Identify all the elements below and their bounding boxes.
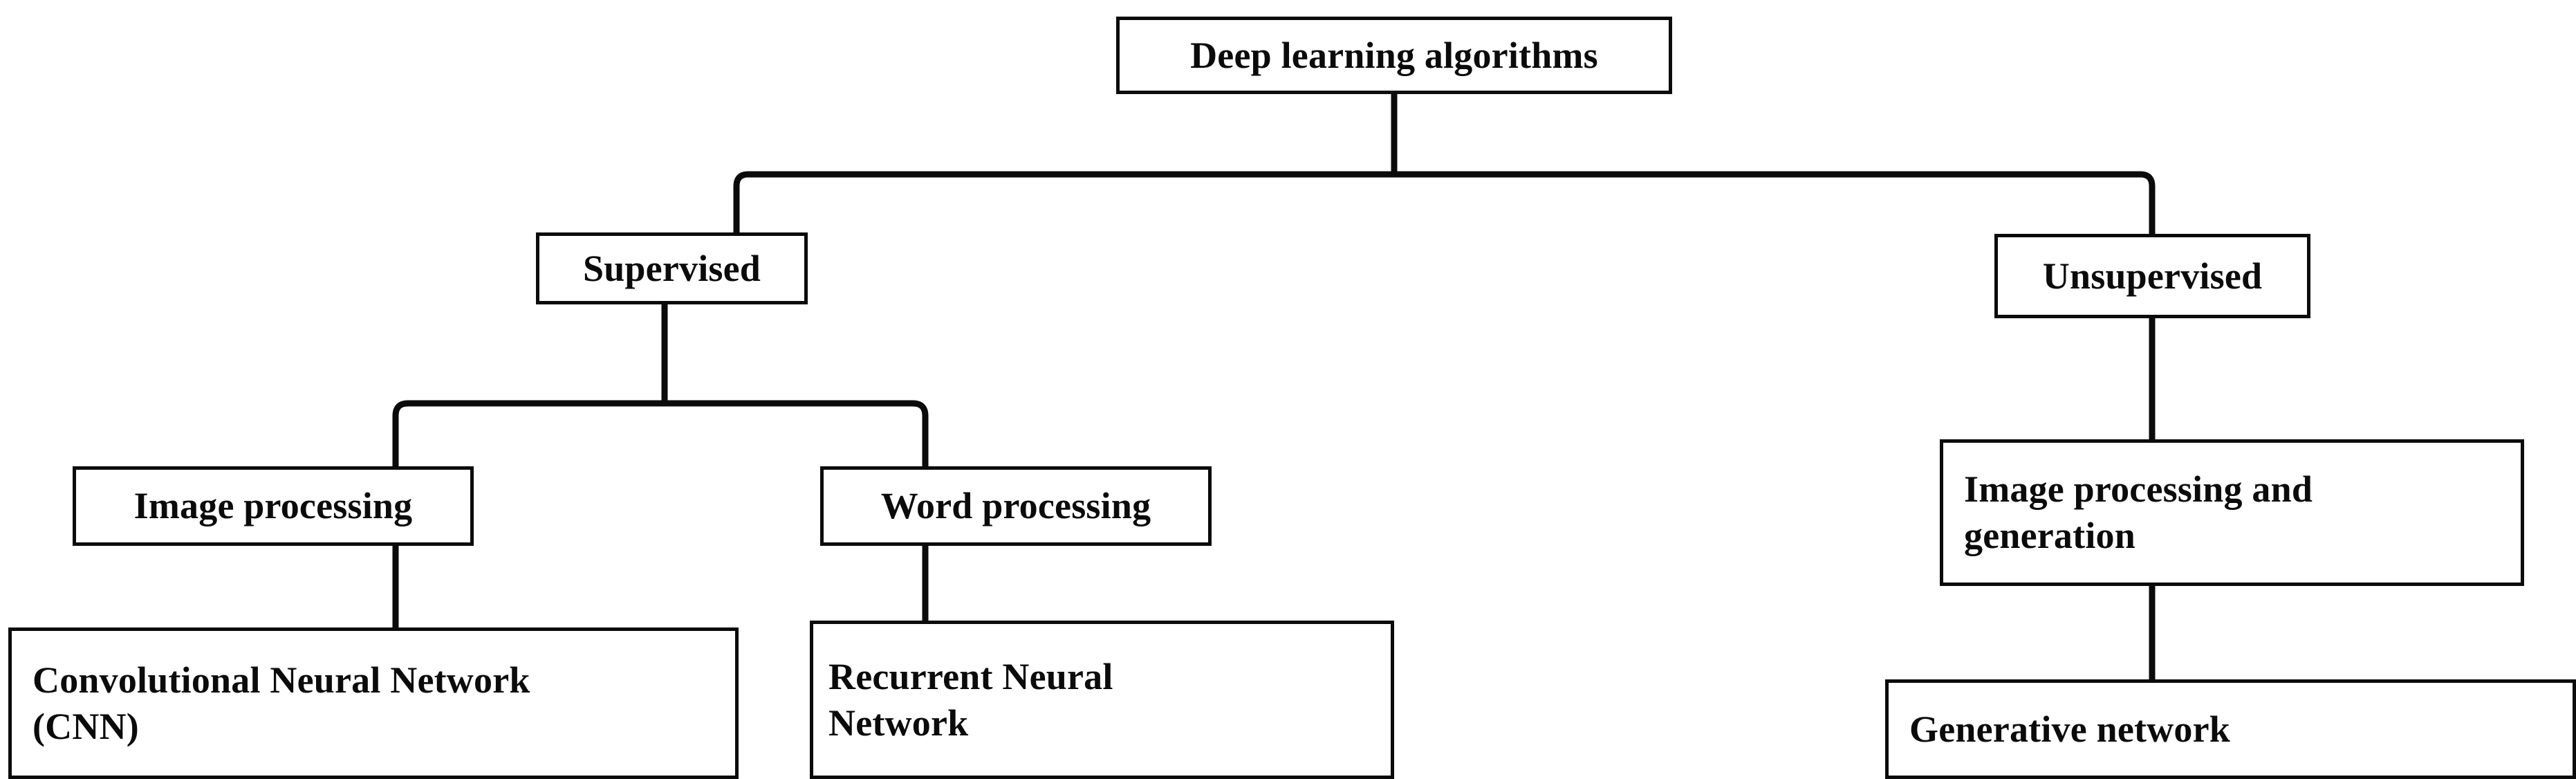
- edge-root-to-supervised: [733, 171, 1394, 232]
- node-generative-network[interactable]: Generative network: [1885, 679, 2576, 779]
- node-image-processing-label: Image processing: [133, 485, 413, 527]
- node-unsupervised-label: Unsupervised: [2042, 255, 2263, 297]
- node-image-processing-generation-label: Image processing and generation: [1964, 468, 2313, 556]
- node-root-label: Deep learning algorithms: [1190, 34, 1598, 76]
- edge-root-to-unsupervised: [1394, 171, 2156, 234]
- node-image-processing[interactable]: Image processing: [73, 466, 474, 546]
- node-root[interactable]: Deep learning algorithms: [1116, 17, 1672, 94]
- node-rnn[interactable]: Recurrent Neural Network: [810, 621, 1394, 779]
- node-word-processing[interactable]: Word processing: [820, 466, 1212, 546]
- node-cnn[interactable]: Convolutional Neural Network (CNN): [8, 627, 739, 779]
- node-word-processing-label: Word processing: [880, 485, 1151, 527]
- node-rnn-label: Recurrent Neural Network: [828, 655, 1113, 744]
- node-supervised[interactable]: Supervised: [536, 232, 808, 304]
- node-unsupervised[interactable]: Unsupervised: [1994, 234, 2310, 318]
- edge-supervised-to-word-processing: [665, 400, 929, 466]
- node-cnn-label: Convolutional Neural Network (CNN): [33, 659, 530, 747]
- node-generative-network-label: Generative network: [1909, 708, 2230, 750]
- node-supervised-label: Supervised: [582, 247, 761, 289]
- edge-supervised-to-image-processing: [392, 400, 665, 466]
- node-image-processing-generation[interactable]: Image processing and generation: [1940, 439, 2524, 586]
